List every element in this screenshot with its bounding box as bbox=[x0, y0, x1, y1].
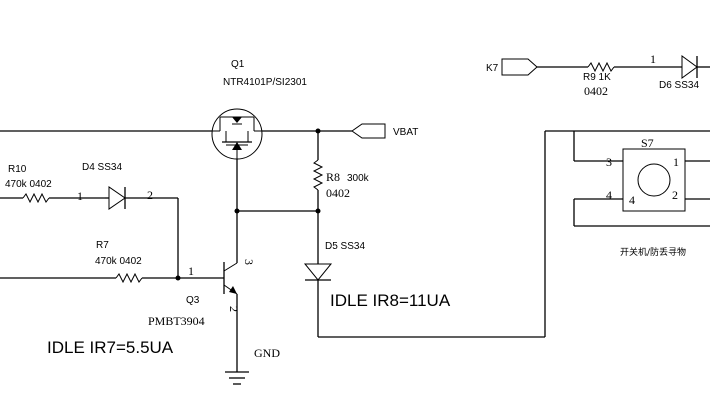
r9-ref: R9 1K bbox=[583, 72, 611, 83]
s7-pin-4-inner: 4 bbox=[629, 193, 635, 207]
s7-pin-4: 4 bbox=[606, 188, 612, 202]
q1-mosfet-symbol bbox=[211, 108, 263, 160]
s7-switch-body bbox=[622, 148, 686, 212]
q3-ref: Q3 bbox=[186, 295, 200, 306]
s7-pin-2: 2 bbox=[672, 188, 678, 202]
d5-ref: D5 SS34 bbox=[325, 241, 365, 252]
k7-label: K7 bbox=[486, 63, 499, 74]
vbat-port-symbol bbox=[351, 123, 386, 139]
k7-port-symbol bbox=[501, 58, 538, 76]
d6-ref: D6 SS34 bbox=[659, 80, 699, 91]
r8-resistor-symbol bbox=[312, 159, 324, 191]
q3-pin-collector: 3 bbox=[242, 259, 256, 265]
r10-ref: R10 bbox=[8, 164, 27, 175]
gnd-label: GND bbox=[254, 346, 280, 360]
r7-resistor-symbol bbox=[115, 272, 143, 284]
note-idle-r8: IDLE IR8=11UA bbox=[330, 291, 451, 310]
q3-part: PMBT3904 bbox=[148, 314, 205, 328]
r7-value: 470k 0402 bbox=[95, 256, 142, 267]
note-idle-r7: IDLE IR7=5.5UA bbox=[47, 338, 174, 357]
r10-resistor-symbol bbox=[22, 192, 50, 204]
s7-switch-button bbox=[637, 163, 671, 197]
s7-pin-3: 3 bbox=[606, 155, 612, 169]
s7-ref: S7 bbox=[641, 136, 654, 150]
vbat-label: VBAT bbox=[393, 127, 418, 138]
q3-transistor-symbol bbox=[223, 262, 238, 295]
junction-dot bbox=[175, 275, 181, 281]
q3-pin-base: 1 bbox=[188, 264, 194, 278]
r7-ref: R7 bbox=[96, 240, 109, 251]
d5-diode-symbol bbox=[303, 263, 333, 281]
r8-ref: R8 bbox=[326, 170, 340, 184]
q1-ref: Q1 bbox=[231, 59, 245, 70]
d4-pin-2: 2 bbox=[147, 188, 153, 202]
q3-pin-emitter: 2 bbox=[227, 306, 241, 312]
r9-resistor-symbol bbox=[587, 61, 615, 73]
d4-pin-1: 1 bbox=[77, 189, 83, 203]
d4-diode-symbol bbox=[108, 186, 126, 210]
r9-package: 0402 bbox=[584, 84, 608, 98]
junction-dot bbox=[315, 208, 321, 214]
r8-package: 0402 bbox=[326, 186, 350, 200]
s7-caption: 开关机/防丢寻物 bbox=[620, 246, 686, 258]
q1-part: NTR4101P/SI2301 bbox=[223, 77, 307, 88]
r8-value: 300k bbox=[347, 173, 370, 184]
s7-pin-1: 1 bbox=[673, 155, 679, 169]
d6-diode-symbol bbox=[681, 55, 698, 79]
r9-pin: 1 bbox=[650, 52, 656, 66]
d4-ref: D4 SS34 bbox=[82, 162, 122, 173]
r10-value: 470k 0402 bbox=[5, 179, 52, 190]
